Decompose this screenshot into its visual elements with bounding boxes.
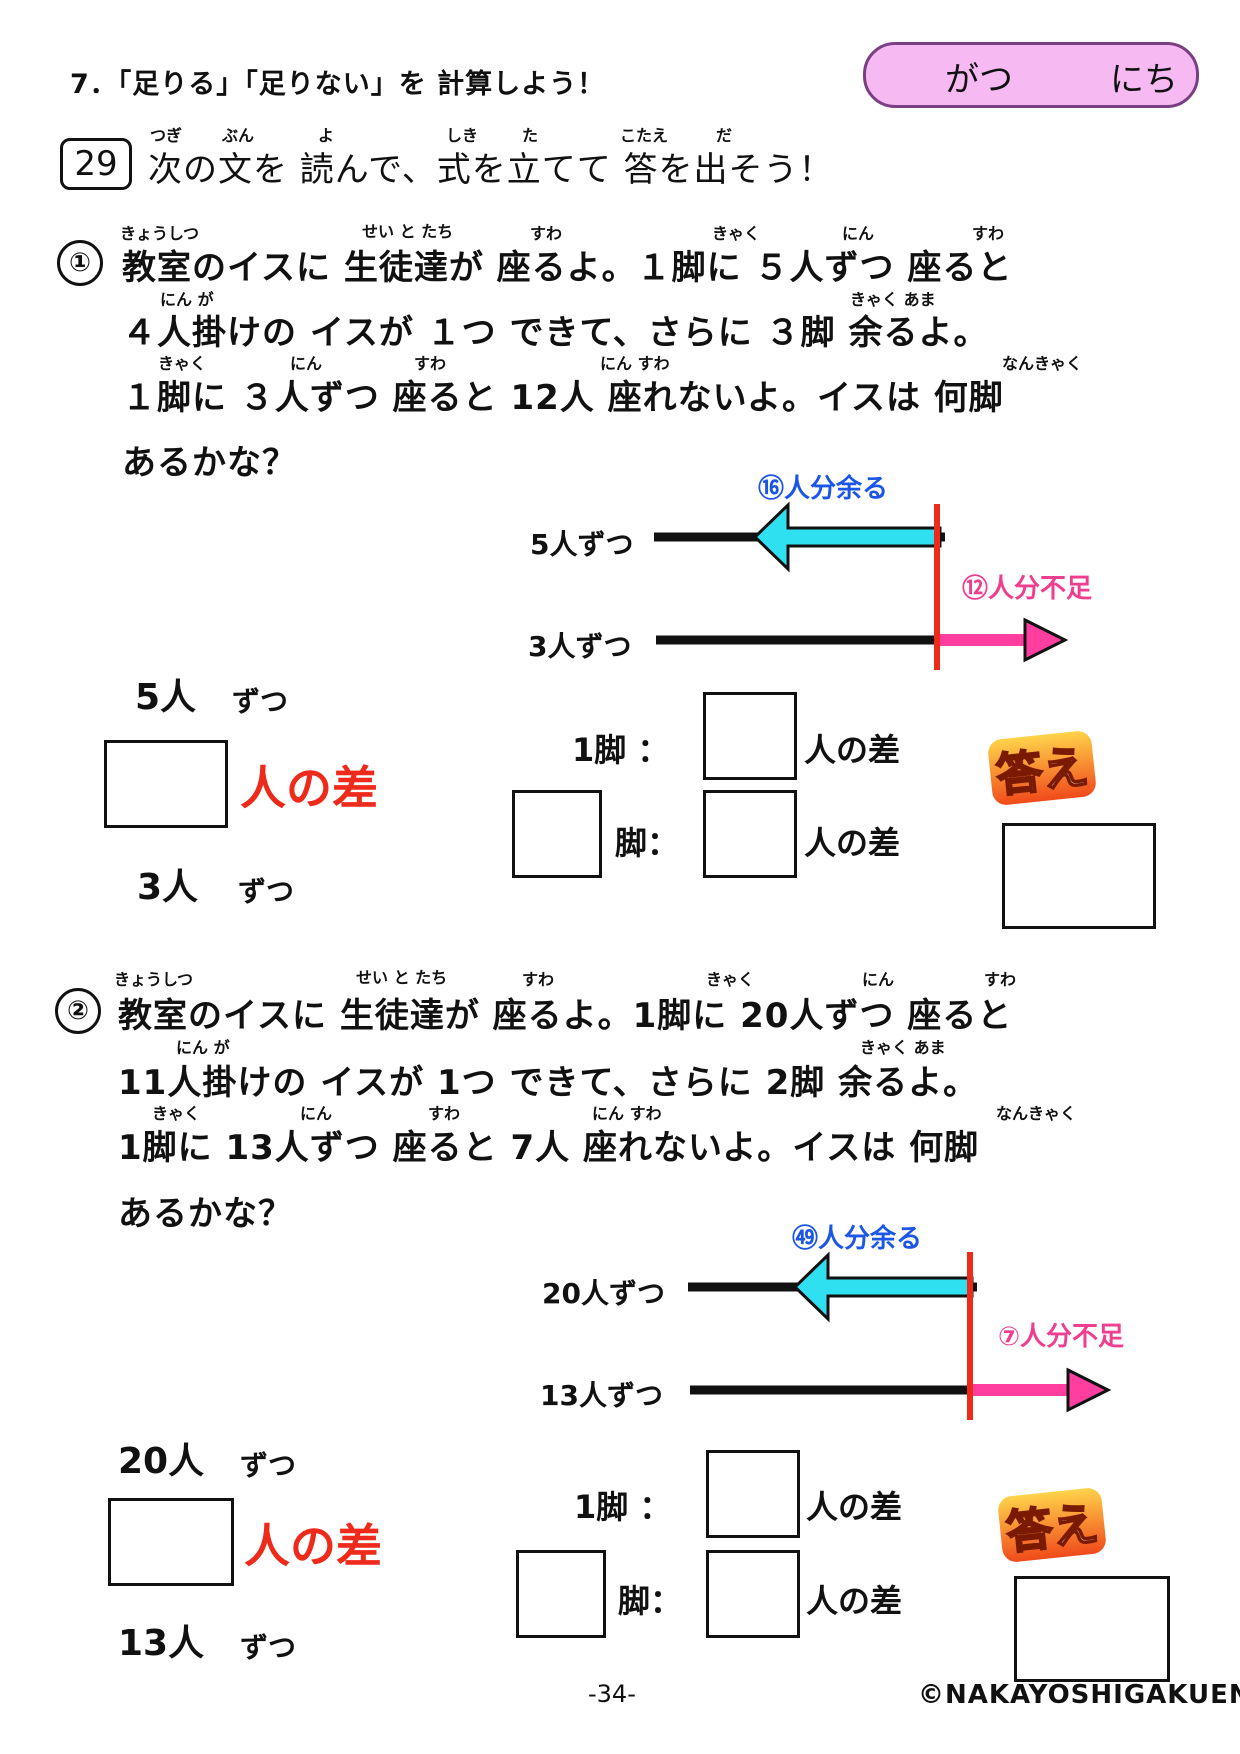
ruby: せい と たち xyxy=(362,222,454,241)
shortage-arrow-head xyxy=(1023,617,1069,663)
ruby: すわ xyxy=(972,224,1005,243)
ruby: なんきゃく xyxy=(996,1104,1077,1123)
difference-input-box[interactable] xyxy=(104,740,228,828)
ruby: きゃく xyxy=(706,970,755,989)
ruby: すわ xyxy=(530,224,563,243)
chair-count-box[interactable] xyxy=(512,790,602,878)
left-top-suffix: ずつ xyxy=(232,685,289,718)
ruby: きょうしつ xyxy=(114,970,194,989)
per-chair-diff-box[interactable] xyxy=(703,692,797,780)
shortage-note: ⑫人分不足 xyxy=(962,574,1093,604)
per-chair-label: 1脚 ： xyxy=(574,1488,672,1526)
ruby: にん すわ xyxy=(600,354,670,373)
problem-text-line: あるかな？ xyxy=(118,1194,293,1234)
left-bottom-suffix: ずつ xyxy=(240,1631,297,1664)
ruby: きゃく xyxy=(158,354,207,373)
difference-label-red: 人の差 xyxy=(244,1519,382,1573)
difference-input-box[interactable] xyxy=(108,1498,234,1586)
answer-box[interactable] xyxy=(1014,1576,1170,1682)
date-day-label: にち xyxy=(1110,60,1178,100)
ruby: きゃく xyxy=(152,1104,201,1123)
top-rate-label: 5人ずつ xyxy=(530,528,634,561)
worksheet-title: 7．「足りる」「足りない」を 計算しよう！ xyxy=(70,69,606,100)
problem-text-line: 教室のイスに 生徒達が 座るよ。1脚に 20人ずつ 座ると xyxy=(118,996,1013,1036)
ruby: すわ xyxy=(428,1104,461,1123)
ruby: すわ xyxy=(522,970,555,989)
left-top-rate: 5人 xyxy=(135,677,197,718)
total-diff-label: 人の差 xyxy=(804,824,901,862)
ruby: つぎ xyxy=(150,126,183,145)
left-top-suffix: ずつ xyxy=(240,1449,297,1482)
ruby: すわ xyxy=(414,354,447,373)
ruby: にん xyxy=(842,224,875,243)
per-chair-diff-label: 人の差 xyxy=(804,731,901,769)
per-chair-diff-label: 人の差 xyxy=(806,1488,903,1526)
ruby: だ xyxy=(716,126,733,145)
date-box xyxy=(863,42,1199,108)
ruby: きゃく あま xyxy=(860,1038,946,1057)
ruby: にん xyxy=(300,1104,333,1123)
problem-text-line: １脚に ３人ずつ 座ると 12人 座れないよ。イスは 何脚 xyxy=(122,378,1004,418)
left-bottom-rate: 13人 xyxy=(118,1623,205,1664)
left-top-rate: 20人 xyxy=(118,1441,205,1482)
ruby: にん xyxy=(862,970,895,989)
difference-label-red: 人の差 xyxy=(240,761,378,815)
chair-colon-label: 脚： xyxy=(618,1582,683,1620)
total-diff-label: 人の差 xyxy=(806,1582,903,1620)
page-number: -34- xyxy=(588,1680,636,1708)
surplus-note: ㊾人分余る xyxy=(792,1224,923,1254)
ruby: しき xyxy=(446,126,479,145)
top-rate-label: 20人ずつ xyxy=(542,1277,665,1310)
ruby: なんきゃく xyxy=(1002,354,1083,373)
ruby: きょうしつ xyxy=(120,224,200,243)
surplus-arrow xyxy=(792,1251,974,1323)
total-diff-box[interactable] xyxy=(703,790,797,878)
per-chair-label: 1脚 ： xyxy=(572,731,670,769)
ruby: た xyxy=(522,126,539,145)
problem-text-line: ４人掛けの イスが １つ できて、さらに ３脚 余るよ。 xyxy=(122,313,989,353)
problem-number: ① xyxy=(57,240,103,286)
answer-badge: 答え xyxy=(996,1486,1108,1564)
chair-count-box[interactable] xyxy=(516,1550,606,1638)
line-diagram xyxy=(688,1251,1112,1420)
bottom-rate-label: 13人ずつ xyxy=(540,1379,663,1412)
surplus-arrow xyxy=(752,501,942,573)
problem-text-line: 11人掛けの イスが 1つ できて、さらに 2脚 余るよ。 xyxy=(118,1063,979,1103)
copyright: ©NAKAYOSHIGAKUEN xyxy=(918,1680,1240,1710)
date-month-label: がつ xyxy=(945,60,1013,100)
ruby: こたえ xyxy=(620,126,669,145)
ruby: にん すわ xyxy=(592,1104,662,1123)
chair-colon-label: 脚： xyxy=(615,824,680,862)
shortage-note: ⑦人分不足 xyxy=(998,1322,1125,1352)
problem-text-line: 教室のイスに 生徒達が 座るよ。１脚に ５人ずつ 座ると xyxy=(122,248,1013,288)
left-bottom-rate: 3人 xyxy=(137,867,199,908)
bottom-rate-label: 3人ずつ xyxy=(528,630,632,663)
answer-badge: 答え xyxy=(986,729,1098,807)
problem-text-line: あるかな？ xyxy=(122,443,297,483)
problem-text-line: 1脚に 13人ずつ 座ると 7人 座れないよ。イスは 何脚 xyxy=(118,1128,980,1168)
ruby: すわ xyxy=(984,970,1017,989)
line-diagram xyxy=(654,501,1069,670)
surplus-note: ⑯人分余る xyxy=(758,474,889,504)
problem-set-number: 29 xyxy=(60,138,132,190)
problem-number: ② xyxy=(55,988,101,1034)
ruby: にん xyxy=(290,354,323,373)
left-bottom-suffix: ずつ xyxy=(238,875,295,908)
ruby: にん が xyxy=(176,1038,230,1057)
ruby: よ xyxy=(318,126,335,145)
per-chair-diff-box[interactable] xyxy=(706,1450,800,1538)
total-diff-box[interactable] xyxy=(706,1550,800,1638)
ruby: きゃく xyxy=(712,224,761,243)
ruby: きゃく あま xyxy=(850,290,936,309)
shortage-arrow-head xyxy=(1066,1367,1112,1413)
instruction-text: 次の文を 読んで、式を立てて 答を出そう！ xyxy=(148,150,834,190)
ruby: にん が xyxy=(160,290,214,309)
answer-box[interactable] xyxy=(1002,823,1156,929)
ruby: せい と たち xyxy=(356,968,448,987)
ruby: ぶん xyxy=(222,126,255,145)
